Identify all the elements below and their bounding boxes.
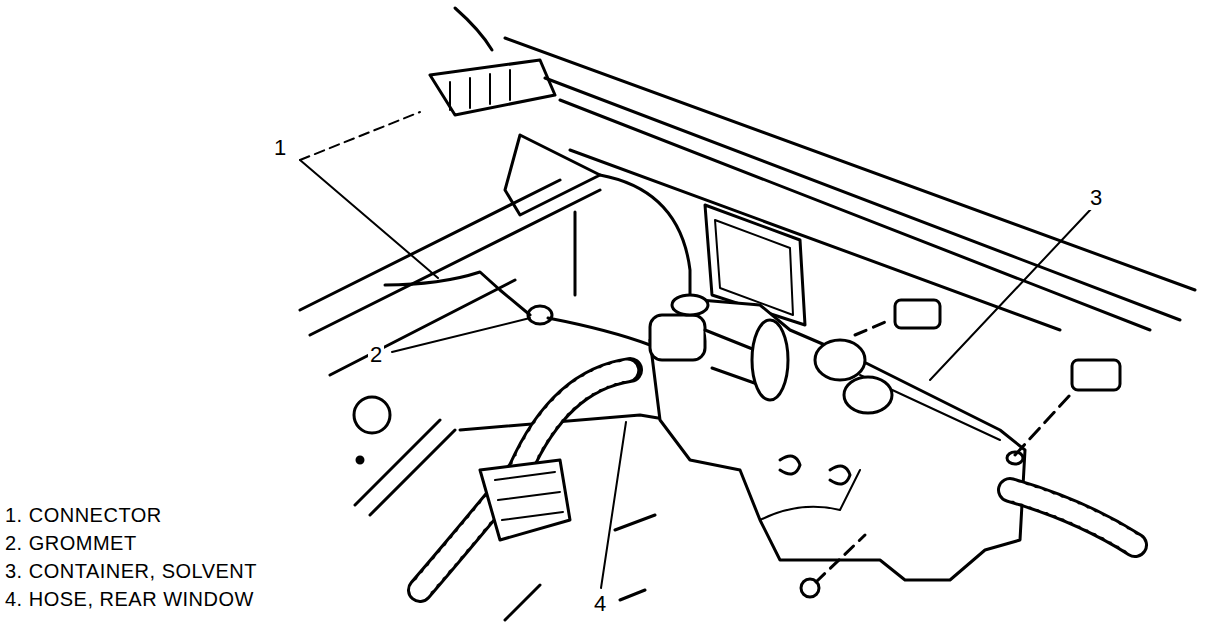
part-name: 2. GROMMET xyxy=(5,533,137,553)
harness-conduit xyxy=(420,370,630,590)
part-name: 4. HOSE, REAR WINDOW xyxy=(5,589,254,609)
panel-edge xyxy=(574,212,577,295)
fill-cap xyxy=(815,340,865,380)
wall-edge xyxy=(300,180,560,310)
connector-ribs xyxy=(495,472,563,520)
guide-line xyxy=(816,535,865,582)
leader-line xyxy=(930,208,1092,380)
fill-neck xyxy=(844,377,892,413)
wall-edge xyxy=(310,190,600,335)
panel-opening xyxy=(600,175,690,300)
plug xyxy=(354,397,390,433)
solvent-container xyxy=(650,300,1025,580)
pump-motor xyxy=(650,315,705,360)
wire xyxy=(760,470,860,520)
wire xyxy=(385,272,530,315)
hose-clip xyxy=(780,456,850,484)
mount-pad xyxy=(895,300,940,328)
hole xyxy=(357,457,363,463)
bracket xyxy=(505,135,600,215)
harness-conduit xyxy=(1010,490,1135,545)
callout-number: 3 xyxy=(1088,186,1104,210)
harness-connector xyxy=(480,460,570,540)
leader-line xyxy=(392,318,530,352)
panel-edge xyxy=(455,8,492,50)
panel-edge xyxy=(545,78,1180,320)
mount-pad xyxy=(1072,360,1120,390)
connector-ribs xyxy=(450,70,510,110)
leader-line xyxy=(300,160,438,278)
wall-edge xyxy=(355,420,455,515)
mount-hole xyxy=(1007,452,1023,464)
wall-edge xyxy=(330,280,515,375)
guide-line xyxy=(855,320,890,335)
panel-edge xyxy=(560,100,1150,330)
part-name: 3. CONTAINER, SOLVENT xyxy=(5,561,257,581)
leader-line xyxy=(601,422,626,588)
harness-conduit xyxy=(420,370,630,590)
callout-number: 2 xyxy=(368,343,384,367)
guide-line xyxy=(1015,395,1070,455)
connector xyxy=(430,60,555,115)
callout-number: 1 xyxy=(272,136,288,160)
part-name: 1. CONNECTOR xyxy=(5,505,162,525)
panel-edge xyxy=(570,150,1060,330)
floor-edge xyxy=(505,515,655,620)
harness-conduit xyxy=(1010,490,1135,545)
callout-number: 4 xyxy=(592,592,608,616)
leader-line xyxy=(300,112,420,160)
pump-body xyxy=(752,320,788,400)
pump-motor xyxy=(672,295,708,315)
grommet xyxy=(528,306,552,324)
